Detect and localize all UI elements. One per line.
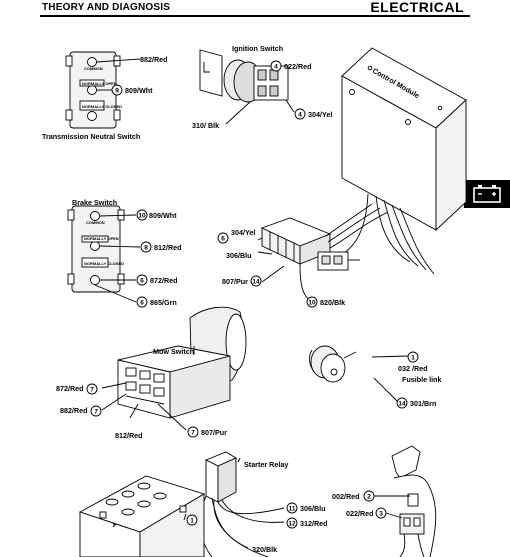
callout-3: 3 (375, 507, 387, 519)
relay-wire-306: 306/Blu (300, 504, 326, 513)
brake-wire-809: 809/Wht (149, 211, 177, 220)
callout-10-brake: 10 (136, 209, 148, 221)
callout-6-brake-a: 6 (136, 274, 148, 286)
mow-wire-872: 872/Red (56, 384, 84, 393)
module-connector (257, 203, 389, 303)
battery-icon (473, 185, 501, 203)
neutral-switch-title: Transmission Neutral Switch (42, 132, 140, 141)
svg-text:1: 1 (190, 518, 194, 525)
callout-1-battery: 1 (186, 514, 198, 526)
callout-8: 8 (140, 241, 152, 253)
connector-wire-304: 304/Yel (231, 228, 255, 237)
relay-wire-312: 312/Red (300, 519, 328, 528)
callout-4-top: 4 (270, 60, 282, 72)
fusible-wire-301: 301/Brn (410, 399, 436, 408)
fuse-wire-002: 002/Red (332, 492, 360, 501)
fuse-wire-022: 022/Red (346, 509, 374, 518)
svg-text:6: 6 (140, 300, 144, 307)
starter-relay (199, 451, 285, 557)
section-heading: THEORY AND DIAGNOSIS (42, 2, 171, 13)
callout-1-fusible: 1 (407, 351, 419, 363)
fusible-wire-032: 032 /Red (398, 364, 428, 373)
neutral-terminal-no: NORMALLY OPEN (82, 81, 117, 86)
svg-text:2: 2 (367, 494, 371, 501)
callout-6-brake-b: 6 (136, 296, 148, 308)
svg-text:9: 9 (115, 88, 119, 95)
neutral-wire-809: 809/Wht (125, 86, 153, 95)
mow-switch-title: Mow Switch (153, 347, 194, 356)
ignition-switch (199, 49, 295, 125)
svg-text:10: 10 (138, 213, 146, 220)
svg-text:14: 14 (398, 401, 406, 408)
callout-12: 12 (286, 517, 298, 529)
brake-terminal-nc: NORMALLY CLOSED (84, 261, 124, 266)
section-tab[interactable] (464, 180, 510, 208)
brake-terminal-common: COMMON (86, 220, 105, 225)
callout-7-b: 7 (90, 405, 102, 417)
callout-10-connector: 10 (306, 296, 318, 308)
svg-text:1: 1 (411, 355, 415, 362)
callout-14-connector: 14 (250, 275, 262, 287)
control-module (339, 47, 467, 275)
neutral-terminal-common: COMMON (84, 66, 103, 71)
ignition-wire-304: 304/Yel (308, 110, 332, 119)
svg-text:8: 8 (144, 245, 148, 252)
callout-11: 11 (286, 502, 298, 514)
fusible-link (309, 345, 409, 403)
starter-relay-title: Starter Relay (244, 460, 288, 469)
svg-text:12: 12 (288, 521, 296, 528)
mow-switch (101, 306, 247, 431)
relay-wire-320: 320/Blk (252, 545, 277, 554)
svg-text:6: 6 (140, 278, 144, 285)
callout-2: 2 (363, 490, 375, 502)
callout-9: 9 (111, 84, 123, 96)
mow-wire-882: 882/Red (60, 406, 88, 415)
neutral-wire-882: 882/Red (140, 55, 168, 64)
callout-4-bottom: 4 (294, 108, 306, 120)
svg-text:7: 7 (191, 430, 195, 437)
connector-wire-820: 820/Blk (320, 298, 345, 307)
svg-text:14: 14 (252, 279, 260, 286)
brake-wire-872: 872/Red (150, 276, 178, 285)
brake-wire-812: 812/Red (154, 243, 182, 252)
mow-wire-812: 812/Red (115, 431, 143, 440)
svg-text:11: 11 (289, 506, 296, 513)
svg-text:7: 7 (90, 387, 94, 394)
brake-switch (67, 205, 141, 303)
neutral-terminal-nc: NORMALLY CLOSED (82, 104, 122, 109)
brake-wire-865: 865/Grn (150, 298, 177, 307)
connector-wire-306: 306/Blu (226, 251, 252, 260)
fuse-holder (374, 445, 437, 557)
header-rule (40, 15, 470, 17)
callout-14-fusible: 14 (396, 397, 408, 409)
svg-text:4: 4 (274, 64, 278, 71)
connector-wire-807: 807/Pur (222, 277, 248, 286)
battery (78, 475, 206, 557)
svg-text:6: 6 (221, 236, 225, 243)
svg-text:4: 4 (298, 112, 302, 119)
callout-6-connector: 6 (217, 232, 229, 244)
brake-terminal-no: NORMALLY OPEN (84, 236, 119, 241)
svg-text:10: 10 (308, 300, 316, 307)
svg-text:7: 7 (94, 409, 98, 416)
page-title: ELECTRICAL (370, 0, 464, 15)
ignition-switch-title: Ignition Switch (232, 44, 283, 53)
callout-7-a: 7 (86, 383, 98, 395)
fusible-link-label: Fusible link (402, 375, 442, 384)
brake-switch-title: Brake Switch (72, 198, 117, 207)
ignition-wire-310: 310/ Blk (192, 121, 219, 130)
callout-7-c: 7 (187, 426, 199, 438)
ignition-wire-022: 022/Red (284, 62, 312, 71)
svg-text:3: 3 (379, 511, 383, 518)
mow-wire-807: 807/Pur (201, 428, 227, 437)
